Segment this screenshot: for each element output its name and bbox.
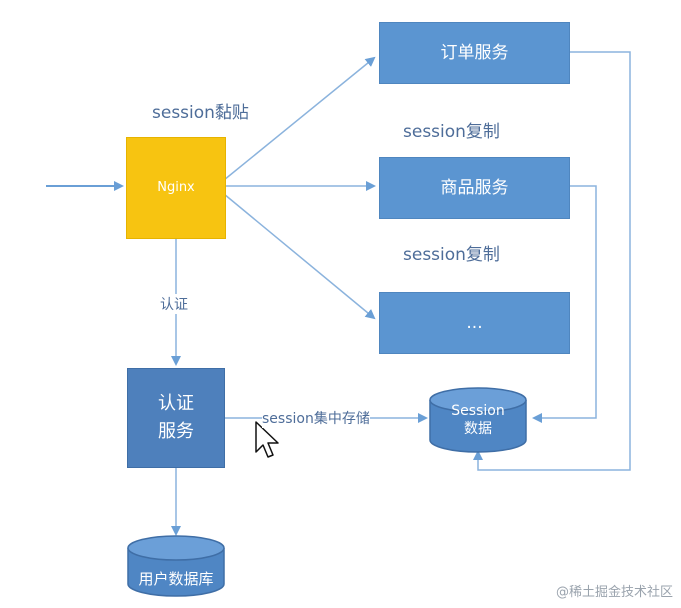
- more-service-box: ...: [379, 292, 570, 354]
- more-service-label: ...: [466, 313, 483, 333]
- auth-service-label-line2: 服务: [158, 421, 194, 442]
- sticky-label: session黏贴: [152, 103, 249, 123]
- nginx-box: Nginx: [126, 137, 226, 239]
- session-db-label-line2: 数据: [464, 421, 492, 437]
- nginx-to-more-arrow: [223, 193, 376, 320]
- auth-service-label-line1: 认证: [158, 393, 194, 414]
- copy-label-1: session复制: [403, 122, 500, 142]
- auth-edge-label: 认证: [160, 294, 188, 314]
- mouse-cursor-icon: [255, 421, 279, 458]
- order-service-label: 订单服务: [440, 43, 509, 63]
- goods-service-box: 商品服务: [379, 157, 570, 219]
- nginx-to-order-arrow: [223, 56, 376, 181]
- copy-label-2: session复制: [403, 245, 500, 265]
- goods-service-label: 商品服务: [440, 178, 509, 198]
- session-db-label-line1: Session: [451, 403, 505, 419]
- user-db-cylinder: [127, 535, 225, 597]
- nginx-label: Nginx: [157, 180, 195, 195]
- auth-service-box: 认证 服务: [127, 368, 225, 468]
- user-db-label: 用户数据库: [138, 570, 214, 588]
- session-db-label: Session 数据: [430, 402, 526, 438]
- goods-to-sessiondb-arrow: [532, 185, 597, 423]
- central-storage-label: session集中存储: [262, 408, 370, 428]
- order-to-sessiondb-arrow: [473, 51, 631, 471]
- session-db-cylinder: [429, 387, 527, 453]
- order-service-box: 订单服务: [379, 22, 570, 84]
- watermark: @稀土掘金技术社区: [555, 585, 673, 600]
